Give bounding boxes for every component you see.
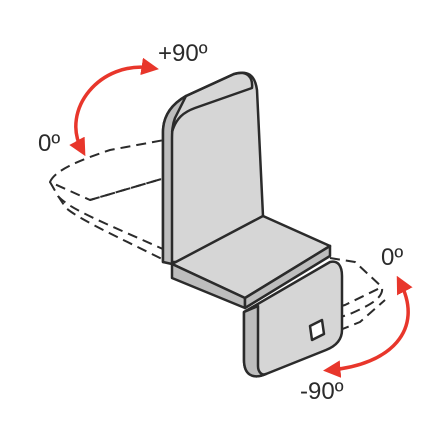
angle-label-plus-90: +90º: [158, 40, 208, 67]
angle-label-minus-90: -90º: [300, 378, 344, 405]
angle-label-zero-right: 0º: [381, 244, 404, 271]
front-flap-edge: [242, 304, 268, 378]
back-panel-edge: [161, 94, 188, 266]
rotation-arrow-bottom-right: [323, 275, 413, 378]
seat-side-edge: [243, 244, 332, 310]
back-panel: [161, 71, 265, 266]
angle-label-zero-left: 0º: [38, 130, 61, 157]
seat-panel: [170, 214, 332, 310]
rotation-arrow-top-left: [69, 57, 159, 157]
